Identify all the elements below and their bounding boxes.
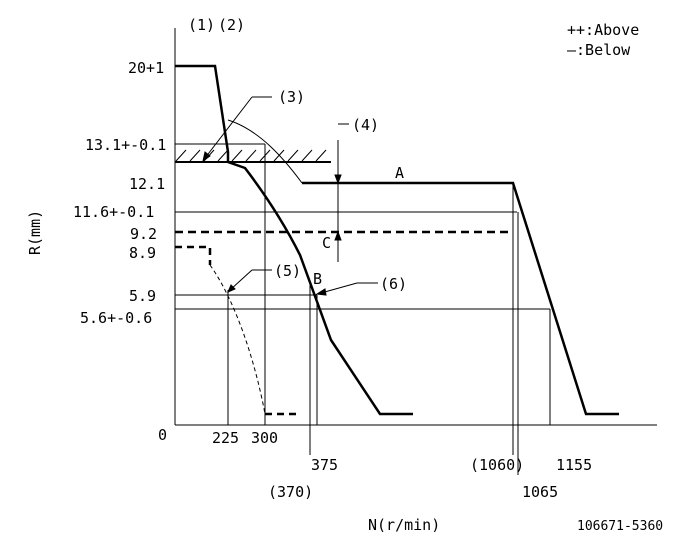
y-tick-label: 9.2 bbox=[130, 225, 157, 243]
y-tick-label: 5.6+-0.6 bbox=[80, 309, 152, 327]
x-axis-title: N(r/min) bbox=[368, 516, 440, 534]
callout-3: (3) bbox=[278, 88, 305, 106]
callout-2: (2) bbox=[218, 16, 245, 34]
legend-above: ++:Above bbox=[567, 21, 639, 39]
callout-6: (6) bbox=[380, 275, 407, 293]
legend-below: —:Below bbox=[567, 41, 631, 59]
dimension-arrow bbox=[334, 123, 349, 262]
x-tick-label: (370) bbox=[268, 483, 313, 501]
y-axis-title: R(mm) bbox=[26, 210, 44, 255]
x-tick-label: 225 bbox=[212, 429, 239, 447]
dashed-start-curve bbox=[175, 245, 212, 265]
x-tick-label: 300 bbox=[251, 429, 278, 447]
x-tick-label: 1065 bbox=[522, 483, 558, 501]
arc-curve bbox=[227, 119, 303, 184]
callout-4: (4) bbox=[352, 116, 379, 134]
callout-leaders bbox=[202, 96, 378, 296]
y-tick-label: 8.9 bbox=[129, 244, 156, 262]
point-b-label: B bbox=[313, 270, 322, 288]
document-id: 106671-5360 bbox=[577, 519, 663, 534]
x-tick-label: 1155 bbox=[556, 456, 592, 474]
main-curve bbox=[175, 64, 413, 416]
y-tick-label: 11.6+-0.1 bbox=[73, 203, 154, 221]
dashed-drop-curve bbox=[209, 264, 266, 415]
y-tick-label: 12.1 bbox=[129, 175, 165, 193]
y-tick-label: 20+1 bbox=[128, 59, 164, 77]
x-tick-label: 375 bbox=[311, 456, 338, 474]
plateau-curve bbox=[302, 181, 619, 416]
callout-5: (5) bbox=[274, 262, 301, 280]
stopper-hatch bbox=[175, 149, 331, 163]
y-tick-label: 5.9 bbox=[129, 287, 156, 305]
point-a-label: A bbox=[395, 164, 404, 182]
y-tick-label: 13.1+-0.1 bbox=[85, 136, 166, 154]
point-c-label: C bbox=[322, 234, 331, 252]
horizontal-guides bbox=[175, 143, 550, 310]
vertical-guides bbox=[227, 144, 551, 475]
origin-label: 0 bbox=[158, 426, 167, 444]
callout-1: (1) bbox=[188, 16, 215, 34]
x-tick-label: (1060) bbox=[470, 456, 524, 474]
